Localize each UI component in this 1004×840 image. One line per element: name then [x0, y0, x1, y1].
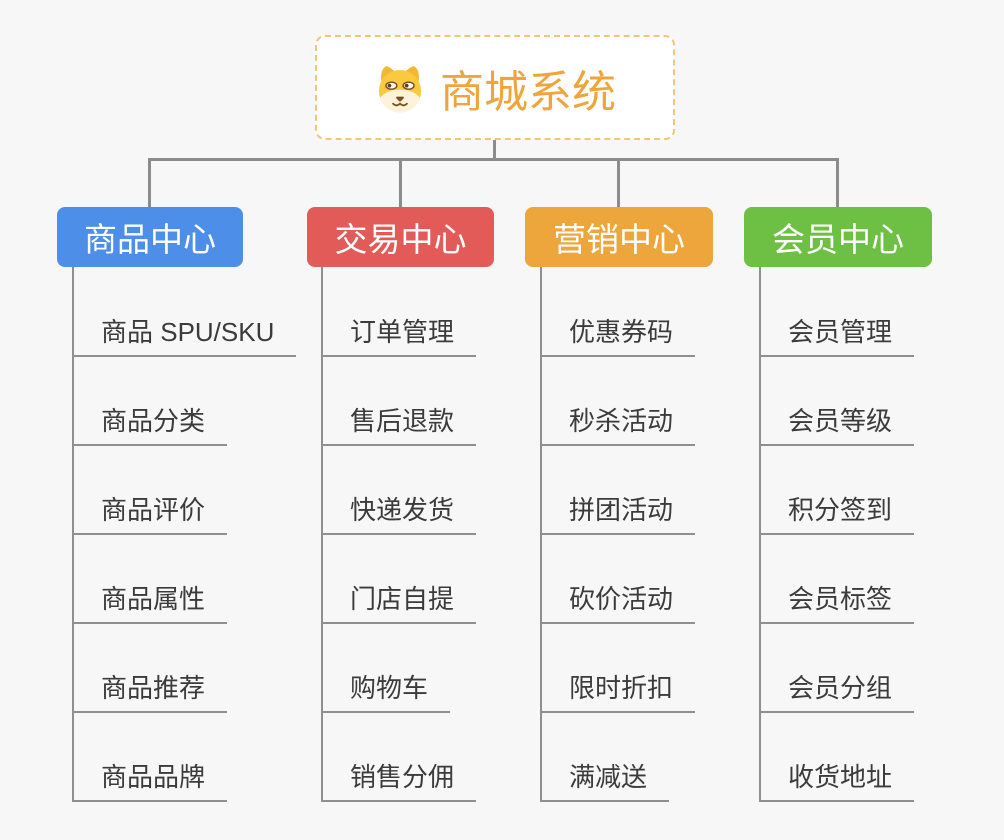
connector-drop-4 [836, 159, 839, 207]
leaf-node[interactable]: 订单管理 [321, 311, 477, 357]
leaf-node[interactable]: 会员管理 [759, 311, 915, 357]
leaf-node[interactable]: 门店自提 [321, 578, 477, 624]
leaf-node[interactable]: 售后退款 [321, 400, 477, 446]
leaf-node[interactable]: 会员等级 [759, 400, 915, 446]
leaf-node[interactable]: 会员标签 [759, 578, 915, 624]
connector-drop-2 [399, 159, 402, 207]
leaf-node[interactable]: 快递发货 [321, 489, 477, 535]
leaf-node[interactable]: 拼团活动 [540, 489, 696, 535]
dog-face-icon [374, 63, 426, 113]
leaf-node[interactable]: 销售分佣 [321, 756, 477, 802]
root-node[interactable]: 商城系统 [315, 35, 675, 140]
leaf-node[interactable]: 商品 SPU/SKU [72, 311, 297, 357]
leaf-node[interactable]: 商品属性 [72, 578, 228, 624]
connector-drop-3 [617, 159, 620, 207]
leaf-node[interactable]: 会员分组 [759, 667, 915, 713]
leaf-node[interactable]: 限时折扣 [540, 667, 696, 713]
leaf-node[interactable]: 秒杀活动 [540, 400, 696, 446]
branch-header[interactable]: 会员中心 [744, 207, 932, 267]
leaf-node[interactable]: 砍价活动 [540, 578, 696, 624]
branch-header[interactable]: 商品中心 [57, 207, 243, 267]
leaf-node[interactable]: 收货地址 [759, 756, 915, 802]
leaf-node[interactable]: 满减送 [540, 756, 670, 802]
connector-bus [148, 158, 839, 161]
branch-header[interactable]: 交易中心 [307, 207, 494, 267]
leaf-node[interactable]: 积分签到 [759, 489, 915, 535]
branch-header[interactable]: 营销中心 [525, 207, 713, 267]
root-title: 商城系统 [440, 67, 616, 117]
leaf-node[interactable]: 商品品牌 [72, 756, 228, 802]
leaf-node[interactable]: 商品评价 [72, 489, 228, 535]
leaf-node[interactable]: 购物车 [321, 667, 451, 713]
leaf-node[interactable]: 优惠券码 [540, 311, 696, 357]
leaf-node[interactable]: 商品分类 [72, 400, 228, 446]
connector-root-stem [493, 140, 496, 161]
connector-drop-1 [148, 159, 151, 207]
leaf-node[interactable]: 商品推荐 [72, 667, 228, 713]
